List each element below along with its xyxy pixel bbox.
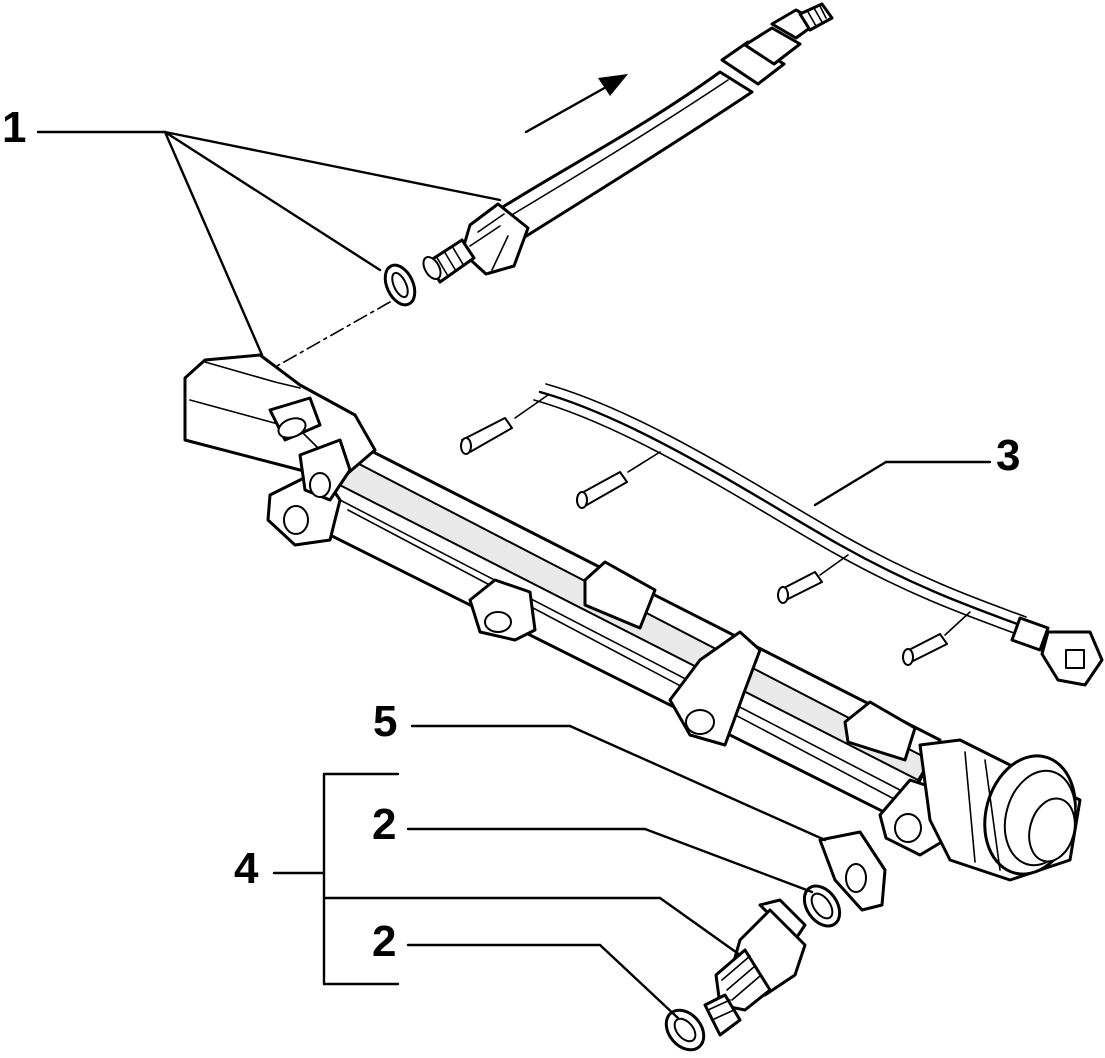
- flow-direction-arrow: [524, 74, 628, 134]
- fuel-rail: [183, 353, 1082, 882]
- leader-lines: [36, 130, 992, 1020]
- wiring-harness: [460, 383, 1104, 687]
- injector-terminal: [576, 471, 628, 509]
- fuel-injector: [703, 898, 807, 1037]
- callout-label-3: 3: [996, 431, 1021, 480]
- assembly-axis-line: [269, 301, 391, 371]
- callout-label-5: 5: [373, 697, 398, 746]
- injector-terminal: [902, 633, 948, 666]
- callout-label-4: 4: [234, 844, 259, 893]
- harness-connector: [1010, 616, 1104, 687]
- injector-clip: [818, 830, 887, 912]
- injector-terminal: [460, 417, 513, 455]
- o-ring-seal: [383, 263, 417, 307]
- callout-label-2-upper: 2: [372, 800, 397, 849]
- callout-label-2-lower: 2: [372, 917, 397, 966]
- injector-terminal: [777, 571, 823, 604]
- injector-upper-seal: [802, 884, 842, 928]
- callout-label-1: 1: [2, 103, 27, 152]
- fuel-hose: [422, 2, 834, 284]
- injector-lower-seal: [664, 1008, 706, 1052]
